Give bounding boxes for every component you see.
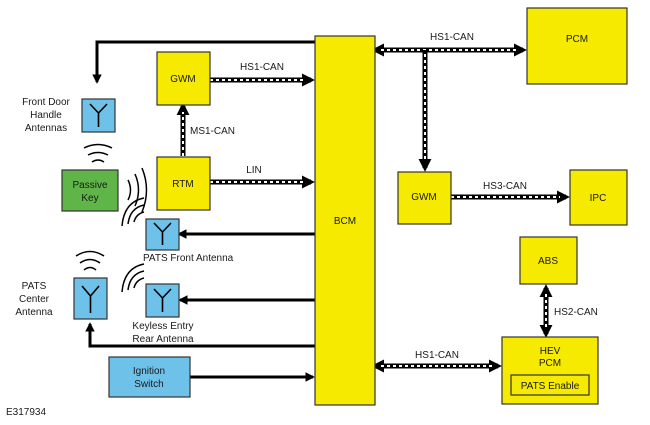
gwm-left-label: GWM — [170, 74, 196, 85]
rtm-label: RTM — [172, 179, 193, 190]
keyless-label-line2: Rear Antenna — [132, 334, 194, 345]
pats-center-label-line3: Antenna — [15, 307, 53, 318]
front-door-antenna — [81, 98, 116, 133]
ignition-switch: Ignition Switch — [108, 356, 191, 398]
bus-label-lin: LIN — [246, 165, 262, 176]
keyless-rear-antenna — [145, 283, 180, 318]
bcm-module: BCM — [314, 35, 376, 406]
ignition-label-line2: Switch — [134, 379, 163, 390]
hev-pcm-label-line1: HEV — [540, 346, 561, 357]
passive-key-label-line2: Key — [81, 193, 98, 204]
bus-label-hs1-can-pcm: HS1-CAN — [430, 32, 474, 43]
figure-id: E317934 — [6, 407, 46, 418]
gwm-left-module: GWM — [156, 51, 211, 106]
antenna-icon — [89, 103, 108, 127]
pcm-label: PCM — [566, 34, 588, 45]
antenna-icon — [81, 285, 100, 313]
front-door-label-line1: Front Door — [22, 97, 70, 108]
front-door-label-line3: Antennas — [25, 123, 67, 134]
signal-waves-icon — [75, 143, 148, 293]
passive-key-label-line1: Passive — [72, 180, 107, 191]
line-bcm-to-front-door-antenna — [92, 40, 315, 84]
gwm-right-module: GWM — [397, 171, 452, 225]
ignition-label-line1: Ignition — [133, 366, 165, 377]
pcm-module: PCM — [526, 7, 628, 85]
pats-front-label: PATS Front Antenna — [143, 253, 234, 264]
ipc-module: IPC — [569, 169, 628, 226]
bus-label-hs3-can: HS3-CAN — [483, 181, 527, 192]
abs-module: ABS — [519, 236, 578, 285]
ipc-label: IPC — [590, 193, 607, 204]
pats-enable-label: PATS Enable — [521, 381, 580, 392]
keyless-label-line1: Keyless Entry — [132, 321, 193, 332]
pats-enable-box — [510, 374, 590, 396]
abs-label: ABS — [538, 256, 558, 267]
pats-front-antenna — [145, 218, 180, 251]
bus-connections — [176, 43, 570, 373]
line-bcm-to-pats-center-antenna — [85, 322, 315, 348]
hev-pcm-module: HEV PCM PATS Enable — [501, 336, 599, 405]
pats-center-antenna — [73, 277, 108, 320]
pats-center-label-line1: PATS — [22, 281, 47, 292]
gwm-right-label: GWM — [411, 192, 437, 203]
antenna-icon — [153, 222, 172, 245]
rtm-module: RTM — [156, 156, 211, 211]
passive-key: Passive Key — [61, 169, 119, 212]
hev-pcm-label-line2: PCM — [539, 358, 561, 369]
solid-connections — [85, 40, 315, 382]
bcm-label: BCM — [334, 216, 356, 227]
bus-label-hs2-can: HS2-CAN — [554, 307, 598, 318]
bus-label-ms1-can: MS1-CAN — [190, 126, 235, 137]
bus-label-hs1-can-hev: HS1-CAN — [415, 350, 459, 361]
bus-label-hs1-can-gwm: HS1-CAN — [240, 62, 284, 73]
front-door-label-line2: Handle — [30, 110, 62, 121]
antenna-icon — [153, 288, 172, 312]
pats-center-label-line2: Center — [19, 294, 50, 305]
